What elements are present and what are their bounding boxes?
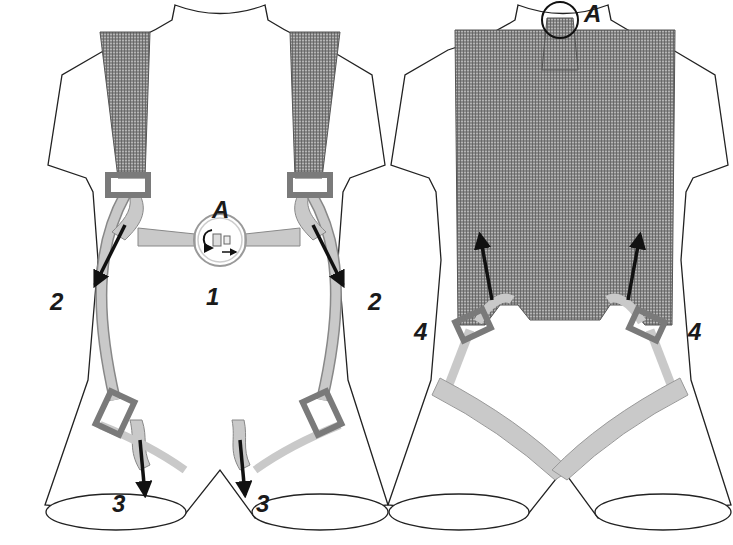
back-view [388, 2, 731, 530]
part-letter: A [212, 198, 229, 222]
callout-number: 4 [414, 320, 427, 344]
part-letter: A [584, 2, 601, 26]
callout-number: 2 [368, 290, 381, 314]
callout-number: 2 [50, 290, 63, 314]
callout-number: 3 [112, 492, 125, 516]
callout-number: 4 [688, 320, 701, 344]
callout-number: 3 [256, 492, 269, 516]
front-view [45, 5, 388, 530]
callout-number: 1 [206, 285, 219, 309]
